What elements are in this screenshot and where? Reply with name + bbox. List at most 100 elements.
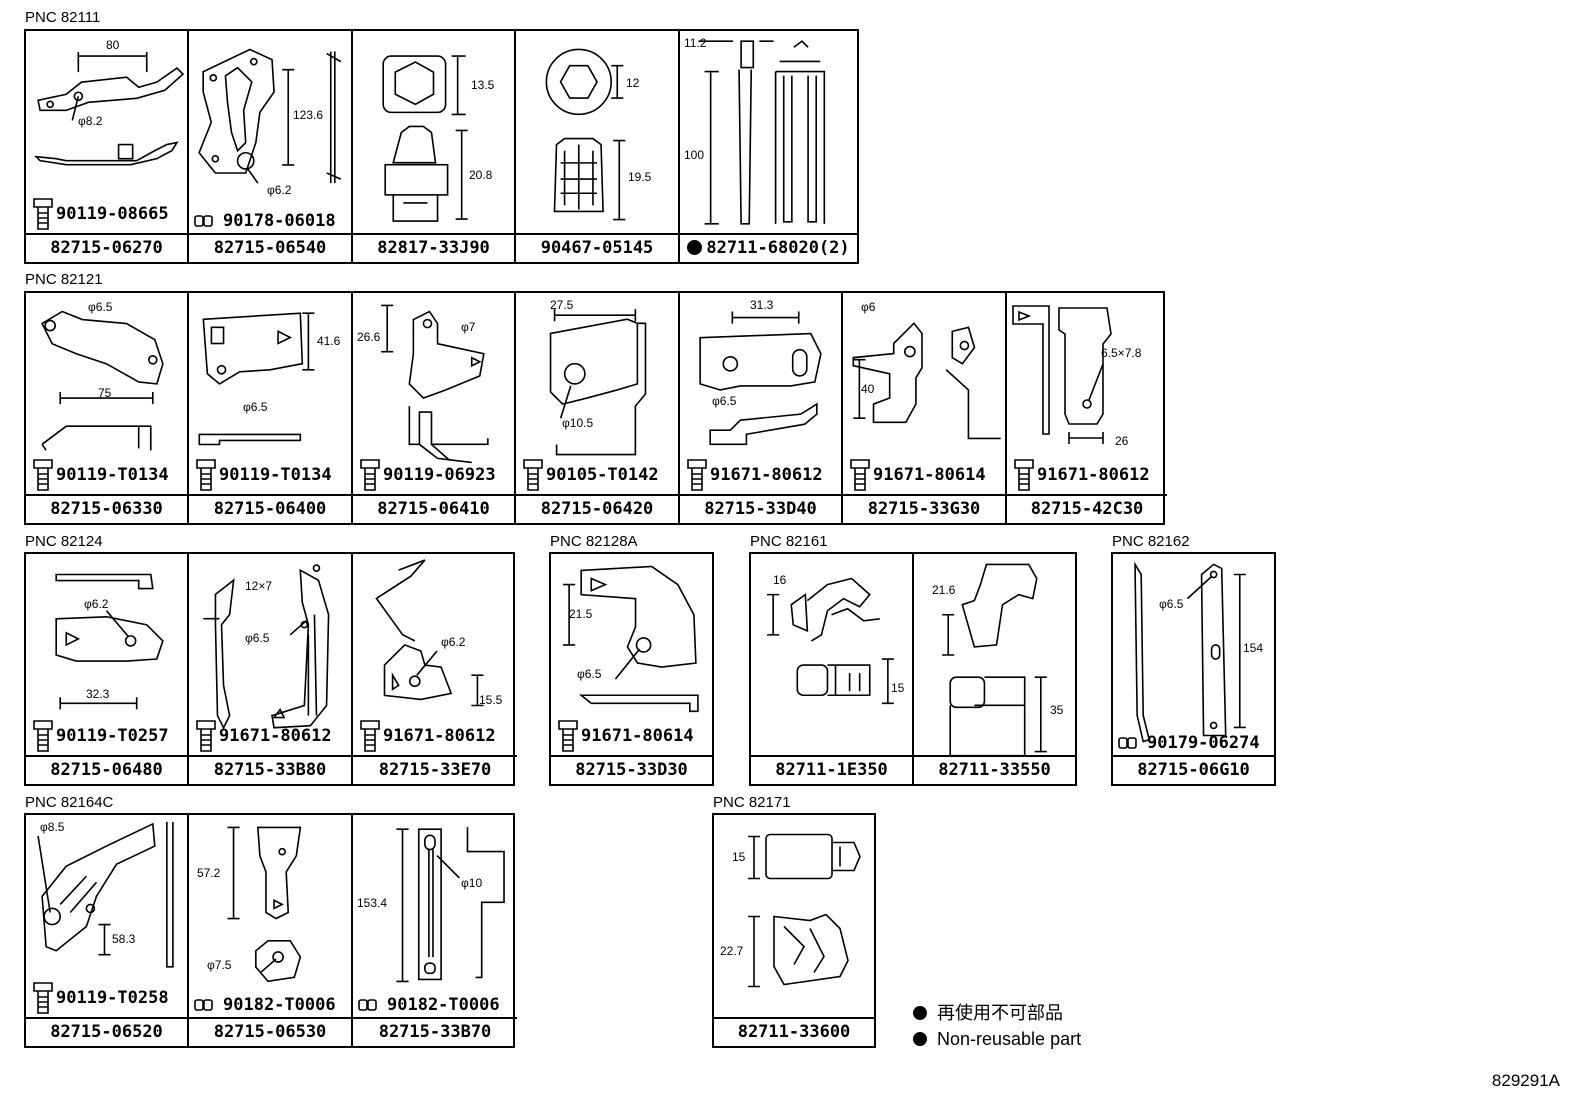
dimension-label: 57.2 — [197, 866, 221, 880]
fastener-number: 90178-06018 — [223, 211, 336, 231]
part-illustration: 31.3 φ6.5 — [680, 293, 841, 495]
part-number[interactable]: 82715-06480 — [26, 755, 187, 784]
dimension-label: 154 — [1243, 641, 1264, 655]
dimension-label: φ6 — [861, 300, 876, 314]
dimension-label: 26.6 — [357, 330, 381, 344]
part-number[interactable]: 82711-1E350 — [751, 755, 912, 784]
dimension-label: 12×7 — [245, 579, 273, 593]
part-cell[interactable]: φ6.2 32.3 90119-T0257 82715-06480 — [26, 554, 189, 784]
part-cell[interactable]: φ6 40 91671-80614 82715-33G30 — [843, 293, 1007, 523]
dimension-label: 27.5 — [550, 298, 574, 312]
part-number[interactable]: 82711-33550 — [914, 755, 1075, 784]
dimension-label: φ6.5 — [712, 394, 737, 408]
part-cell[interactable]: 11.2 100 82711-68020(2) — [680, 31, 857, 262]
part-cell[interactable]: 26.6 φ7 90119-06923 82715-06410 — [353, 293, 516, 523]
part-number[interactable]: 82715-42C30 — [1007, 494, 1167, 523]
fastener-number: 91671-80614 — [873, 465, 986, 485]
dimension-label: 40 — [861, 382, 875, 396]
fastener-number: 90119-T0134 — [56, 465, 169, 485]
fastener-number: 90119-T0258 — [56, 988, 169, 1008]
part-number[interactable]: 82715-33B80 — [189, 755, 351, 784]
dimension-label: 13.5 — [471, 78, 495, 92]
part-cell[interactable]: 41.6 φ6.5 90119-T0134 82715-06400 — [189, 293, 353, 523]
fastener-label: 90119-T0134 — [30, 458, 169, 492]
part-number[interactable]: 90467-05145 — [516, 233, 678, 262]
dimension-label: 6.5×7.8 — [1101, 346, 1142, 360]
part-illustration: 80 φ8.2 — [26, 31, 187, 234]
bolt-icon — [357, 719, 383, 753]
part-illustration: 123.6 φ6.2 — [189, 31, 351, 234]
dimension-label: 12 — [626, 76, 640, 90]
part-number[interactable]: 82715-06530 — [189, 1017, 351, 1046]
nut-icon — [1117, 736, 1147, 750]
part-number[interactable]: 82711-68020(2) — [680, 233, 857, 262]
fastener-label: 90182-T0006 — [193, 995, 336, 1015]
bolt-icon — [30, 981, 56, 1015]
part-number[interactable]: 82715-06410 — [353, 494, 514, 523]
part-number[interactable]: 82715-33D30 — [551, 755, 712, 784]
non-reusable-dot-icon — [913, 1032, 927, 1046]
part-cell[interactable]: 123.6 φ6.2 90178-06018 82715-06540 — [189, 31, 353, 262]
part-cell[interactable]: 21.5 φ6.5 91671-80614 82715-33D30 — [551, 554, 712, 784]
dimension-label: 11.2 — [684, 36, 707, 50]
fastener-label: 90105-T0142 — [520, 458, 659, 492]
fastener-label: 91671-80612 — [193, 719, 332, 753]
nut-icon — [193, 214, 223, 228]
fastener-number: 90119-T0134 — [219, 465, 332, 485]
part-number[interactable]: 82715-33E70 — [353, 755, 517, 784]
part-illustration: 27.5 φ10.5 — [516, 293, 678, 495]
part-cell[interactable]: φ6.5 75 90119-T0134 82715-06330 — [26, 293, 189, 523]
group-label: PNC 82124 — [25, 533, 103, 550]
part-number[interactable]: 82817-33J90 — [353, 233, 514, 262]
fastener-label: 90119-T0134 — [193, 458, 332, 492]
part-cell[interactable]: 21.6 35 82711-33550 — [914, 554, 1075, 784]
fastener-label: 90178-06018 — [193, 211, 336, 231]
part-cell[interactable]: 31.3 φ6.5 91671-80612 82715-33D40 — [680, 293, 843, 523]
part-illustration: φ6.2 32.3 — [26, 554, 187, 756]
dimension-label: φ10.5 — [562, 416, 594, 430]
part-cell[interactable]: φ6.5 154 90179-06274 82715-06G10 — [1113, 554, 1274, 784]
fastener-label: 90119-T0258 — [30, 981, 169, 1015]
bolt-icon — [555, 719, 581, 753]
part-number[interactable]: 82715-33B70 — [353, 1017, 517, 1046]
fastener-number: 91671-80614 — [581, 726, 694, 746]
part-cell[interactable]: 15 22.7 82711-33600 — [714, 815, 874, 1046]
part-group-82128a: 21.5 φ6.5 91671-80614 82715-33D30 — [549, 552, 714, 786]
part-cell[interactable]: 12 19.5 90467-05145 — [516, 31, 680, 262]
dimension-label: φ6.5 — [577, 667, 602, 681]
part-number[interactable]: 82711-33600 — [714, 1017, 874, 1046]
part-group-82164c: φ8.5 58.3 90119-T0258 82715-06520 57.2 φ… — [24, 813, 517, 1048]
part-number[interactable]: 82715-33D40 — [680, 494, 841, 523]
part-cell[interactable]: 153.4 φ10 90182-T0006 82715-33B70 — [353, 815, 517, 1046]
group-label: PNC 82171 — [713, 794, 791, 811]
part-number[interactable]: 82715-06540 — [189, 233, 351, 262]
fastener-label: 91671-80614 — [847, 458, 986, 492]
part-number[interactable]: 82715-06330 — [26, 494, 187, 523]
part-number[interactable]: 82715-06420 — [516, 494, 678, 523]
part-cell[interactable]: 6.5×7.8 26 91671-80612 82715-42C30 — [1007, 293, 1167, 523]
nut-icon — [357, 998, 387, 1012]
part-number[interactable]: 82715-06270 — [26, 233, 187, 262]
part-cell[interactable]: 16 15 82711-1E350 — [751, 554, 914, 784]
part-group-82162: φ6.5 154 90179-06274 82715-06G10 — [1111, 552, 1276, 786]
part-cell[interactable]: φ6.2 15.5 91671-80612 82715-33E70 — [353, 554, 517, 784]
part-illustration: 13.5 20.8 — [353, 31, 514, 234]
part-cell[interactable]: 12×7 φ6.5 91671-80612 82715-33B80 — [189, 554, 353, 784]
fastener-number: 90182-T0006 — [387, 995, 500, 1015]
part-number[interactable]: 82715-06G10 — [1113, 755, 1274, 784]
fastener-number: 90119-T0257 — [56, 726, 169, 746]
part-cell[interactable]: 80 φ8.2 90119-08665 82715-06270 — [26, 31, 189, 262]
dimension-label: 123.6 — [293, 108, 324, 122]
part-cell[interactable]: 13.5 20.8 82817-33J90 — [353, 31, 516, 262]
part-cell[interactable]: φ8.5 58.3 90119-T0258 82715-06520 — [26, 815, 189, 1046]
part-illustration: 12×7 φ6.5 — [189, 554, 351, 756]
part-number[interactable]: 82715-33G30 — [843, 494, 1005, 523]
part-number[interactable]: 82715-06400 — [189, 494, 351, 523]
bolt-icon — [684, 458, 710, 492]
part-cell[interactable]: 27.5 φ10.5 90105-T0142 82715-06420 — [516, 293, 680, 523]
fastener-number: 91671-80612 — [383, 726, 496, 746]
part-number[interactable]: 82715-06520 — [26, 1017, 187, 1046]
part-cell[interactable]: 57.2 φ7.5 90182-T0006 82715-06530 — [189, 815, 353, 1046]
non-reusable-dot-icon — [687, 240, 703, 255]
dimension-label: 31.3 — [750, 298, 774, 312]
